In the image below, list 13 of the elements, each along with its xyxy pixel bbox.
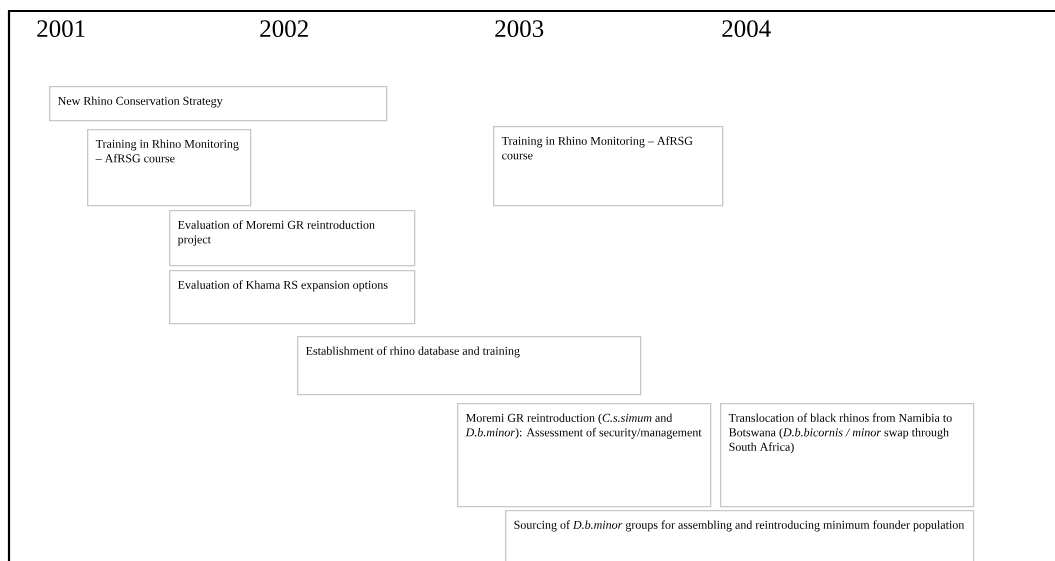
- event-box: Evaluation of Moremi GR reintroduction project: [169, 210, 416, 267]
- event-box: Training in Rhino Monitoring – AfRSG course: [87, 129, 252, 207]
- event-box: New Rhino Conservation Strategy: [49, 86, 388, 122]
- year-label: 2001: [37, 20, 85, 38]
- event-box: Moremi GR reintroduction (C.s.simum and D.b.minor): Assessment of security/management: [457, 403, 712, 508]
- event-box: Sourcing of D.b.minor groups for assembling and reintroducing minimum founder population: [505, 510, 975, 561]
- event-box: Translocation of black rhinos from Namibia to Botswana (D.b.bicornis / minor swap through South Africa): [720, 403, 975, 508]
- event-box: Evaluation of Khama RS expansion options: [169, 270, 416, 325]
- event-box: Establishment of rhino database and training: [297, 336, 642, 396]
- year-label: 2003: [495, 20, 544, 38]
- year-label: 2002: [260, 20, 308, 38]
- event-box: Training in Rhino Monitoring – AfRSG course: [493, 126, 724, 207]
- year-label: 2004: [722, 20, 771, 38]
